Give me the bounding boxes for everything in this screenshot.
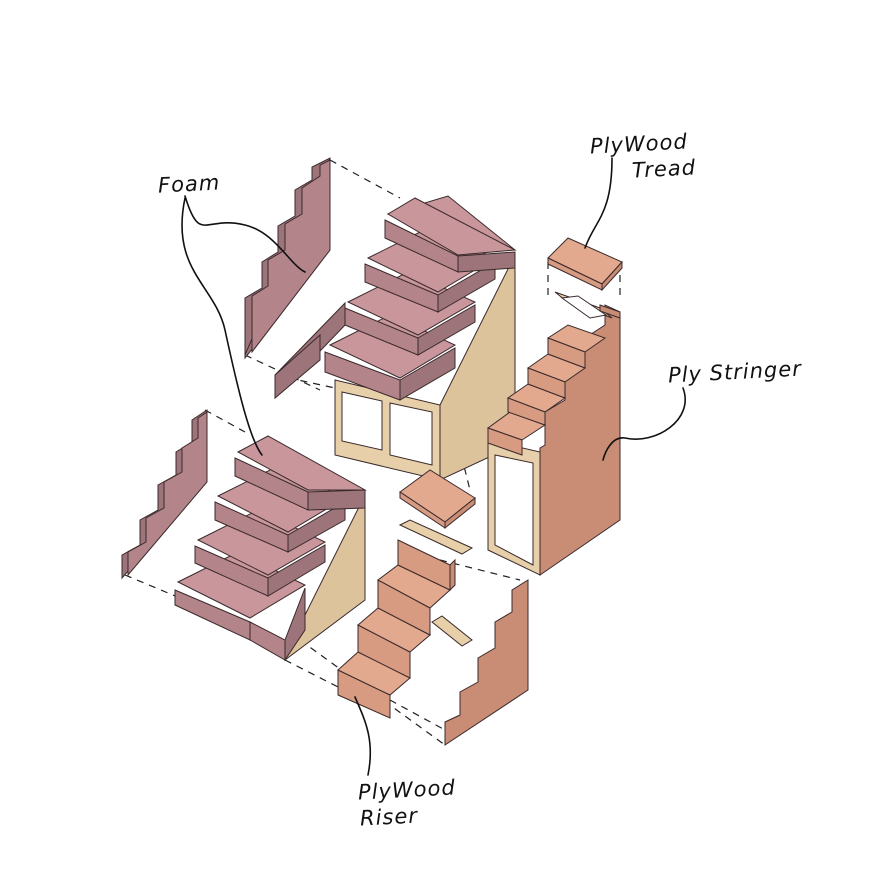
stringer-leader bbox=[602, 387, 686, 461]
foam-stringer-lower-right bbox=[444, 579, 529, 746]
plywood-tread-label-line1: PlyWood bbox=[589, 129, 689, 159]
plywood-riser-label-line2: Riser bbox=[359, 803, 419, 831]
tread-leader bbox=[584, 157, 613, 249]
foam-leader-upper bbox=[184, 195, 306, 273]
plywood-tread-piece bbox=[547, 237, 623, 292]
foam-label: Foam bbox=[157, 170, 221, 198]
foam-side-panel-lower bbox=[121, 409, 208, 580]
plywood-riser-label-line1: PlyWood bbox=[357, 775, 457, 805]
riser-leader bbox=[354, 696, 372, 776]
foam-side-panel-upper bbox=[244, 157, 331, 360]
foam-stair-lower bbox=[174, 435, 367, 662]
leader-lines bbox=[181, 157, 686, 776]
plywood-tread-loose bbox=[399, 469, 476, 530]
ply-stringer-assembly bbox=[486, 291, 621, 576]
plywood-tread-label-line2: Tread bbox=[631, 155, 697, 183]
plywood-riser-stair bbox=[337, 519, 474, 719]
foam-leader-lower bbox=[181, 197, 263, 456]
